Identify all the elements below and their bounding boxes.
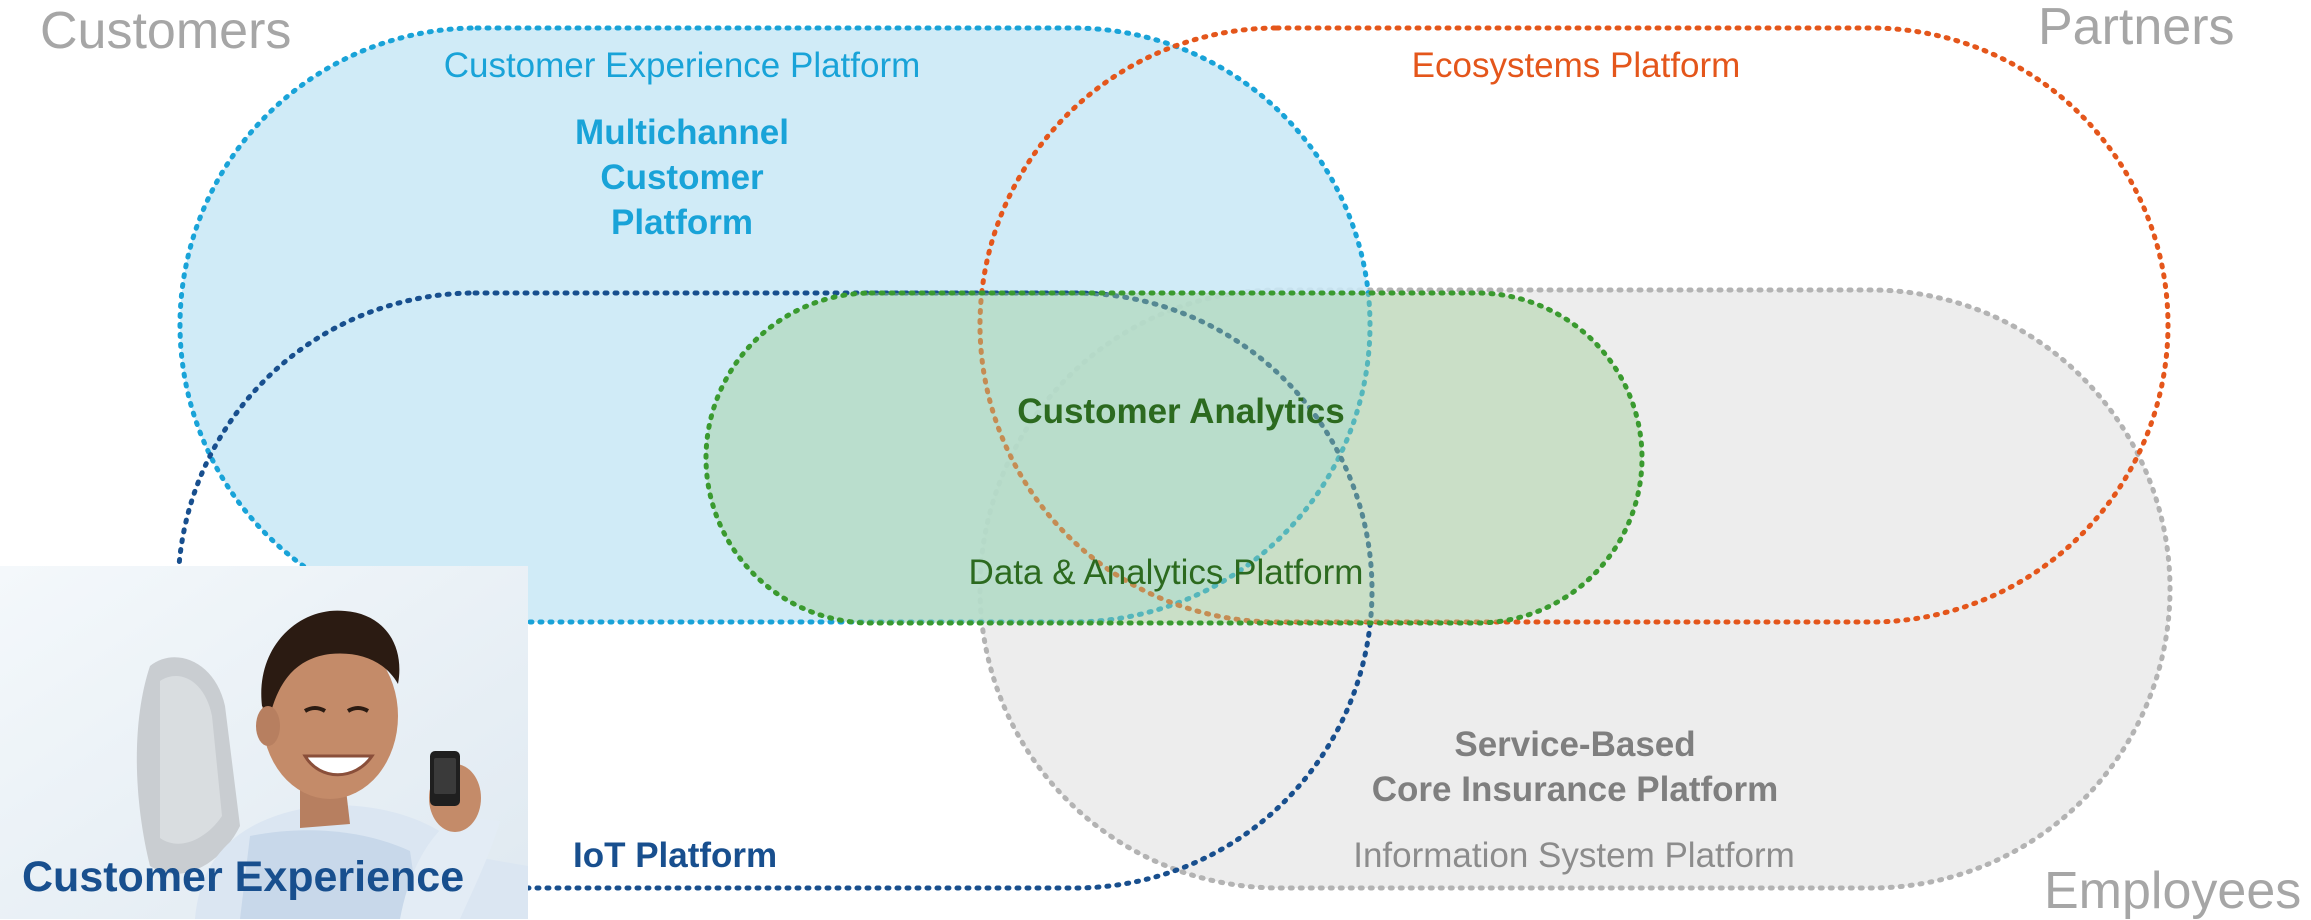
multichannel-customer-platform-line1: Multichannel — [575, 113, 789, 152]
data-analytics-platform-title: Data & Analytics Platform — [968, 553, 1364, 592]
iot-platform-title: IoT Platform — [573, 836, 778, 875]
ecosystems-platform-shape — [977, 25, 2171, 625]
information-system-platform-title: Information System Platform — [1353, 836, 1795, 875]
photo-caption: Customer Experience — [22, 853, 465, 901]
customer-experience-platform-shape — [177, 25, 1373, 625]
partners-label: Partners — [2038, 0, 2235, 56]
ecosystems-platform-title: Ecosystems Platform — [1411, 46, 1741, 85]
employees-label: Employees — [2044, 862, 2302, 920]
smiling-man-with-phone-illustration — [0, 566, 528, 919]
service-based-core-line2: Core Insurance Platform — [1371, 770, 1779, 809]
data-analytics-platform-shape — [703, 290, 1645, 626]
service-based-core-line1: Service-Based — [1454, 725, 1696, 764]
customers-label: Customers — [40, 2, 292, 60]
multichannel-customer-platform-line3: Platform — [611, 203, 753, 242]
customer-analytics-label: Customer Analytics — [1017, 392, 1345, 431]
customer-photo: Customer Experience — [0, 566, 528, 919]
customer-experience-platform-title: Customer Experience Platform — [443, 46, 921, 85]
multichannel-customer-platform-line2: Customer — [600, 158, 764, 197]
